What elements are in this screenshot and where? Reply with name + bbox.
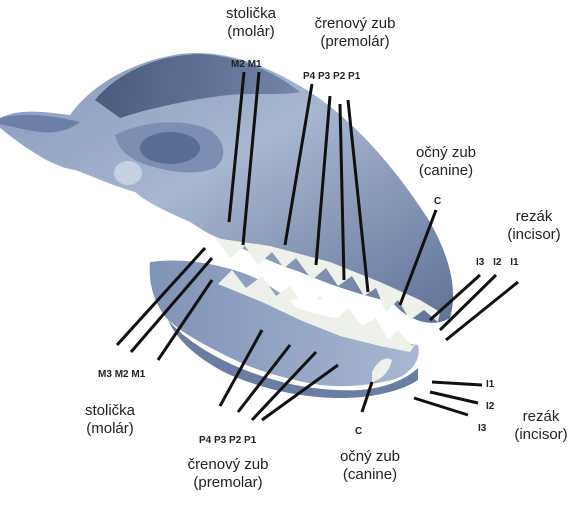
lower-incisor-code: I2 <box>486 402 494 412</box>
lower-molar-codes: M3 M2 M1 <box>98 370 145 380</box>
lower-canine-latin: (canine) <box>330 466 410 484</box>
ear-bulla <box>114 161 142 185</box>
lower-incisor-latin: (incisor) <box>504 426 578 444</box>
upper-molar-term: stolička <box>216 5 286 23</box>
upper-molar-label: stolička (molár) <box>216 5 286 40</box>
upper-incisor-code: I2 <box>493 258 501 268</box>
upper-premolar-code: P3 <box>318 72 330 82</box>
lower-molar-term: stolička <box>72 402 148 420</box>
upper-premolar-code: P2 <box>333 72 345 82</box>
upper-incisor-label: rezák (incisor) <box>494 208 574 243</box>
upper-premolar-codes: P4 P3 P2 P1 <box>303 72 360 82</box>
lower-incisor-code-1: I1 <box>486 380 494 390</box>
upper-premolar-latin: (premolár) <box>300 33 410 51</box>
lower-premolar-code: P3 <box>214 436 226 446</box>
lower-premolar-label: črenový zub (premolar) <box>172 456 284 491</box>
lower-canine-code: C <box>355 427 362 437</box>
upper-incisor-code: I1 <box>510 258 518 268</box>
upper-canine-code-text: C <box>434 197 441 207</box>
lower-molar-code: M3 <box>98 370 112 380</box>
upper-incisor-term: rezák <box>494 208 574 226</box>
lower-molar-code: M2 <box>115 370 129 380</box>
upper-premolar-code: P4 <box>303 72 315 82</box>
lower-incisor-term: rezák <box>504 408 578 426</box>
lower-incisor-code-2: I2 <box>486 402 494 412</box>
upper-incisor-latin: (incisor) <box>494 226 574 244</box>
lower-premolar-term: črenový zub <box>172 456 284 474</box>
upper-premolar-label: črenový zub (premolár) <box>300 15 410 50</box>
lower-premolar-code: P1 <box>244 436 256 446</box>
upper-incisor-codes: I3 I2 I1 <box>476 258 519 268</box>
lower-canine-code-text: C <box>355 427 362 437</box>
lower-premolar-code: P2 <box>229 436 241 446</box>
upper-premolar-term: črenový zub <box>300 15 410 33</box>
upper-canine-code: C <box>434 197 441 207</box>
lower-premolar-codes: P4 P3 P2 P1 <box>199 436 256 446</box>
upper-incisor-code: I3 <box>476 258 484 268</box>
lower-incisor-label: rezák (incisor) <box>504 408 578 443</box>
lower-premolar-latin: (premolar) <box>172 474 284 492</box>
lower-incisor-code: I1 <box>486 380 494 390</box>
lower-canine-term: očný zub <box>330 448 410 466</box>
upper-canine-label: očný zub (canine) <box>408 144 484 179</box>
upper-canine-term: očný zub <box>408 144 484 162</box>
lower-molar-latin: (molár) <box>72 420 148 438</box>
lower-canine-label: očný zub (canine) <box>330 448 410 483</box>
upper-molar-codes: M2 M1 <box>231 60 262 70</box>
upper-molar-code: M2 <box>231 60 245 70</box>
upper-molar-code: M1 <box>248 60 262 70</box>
upper-canine-latin: (canine) <box>408 162 484 180</box>
upper-molar-latin: (molár) <box>216 23 286 41</box>
lower-incisor-code: I3 <box>478 424 486 434</box>
lower-premolar-code: P4 <box>199 436 211 446</box>
upper-premolar-code: P1 <box>348 72 360 82</box>
lower-incisor-code-3: I3 <box>478 424 486 434</box>
lower-molar-label: stolička (molár) <box>72 402 148 437</box>
orbit <box>140 132 200 164</box>
lower-molar-code: M1 <box>131 370 145 380</box>
